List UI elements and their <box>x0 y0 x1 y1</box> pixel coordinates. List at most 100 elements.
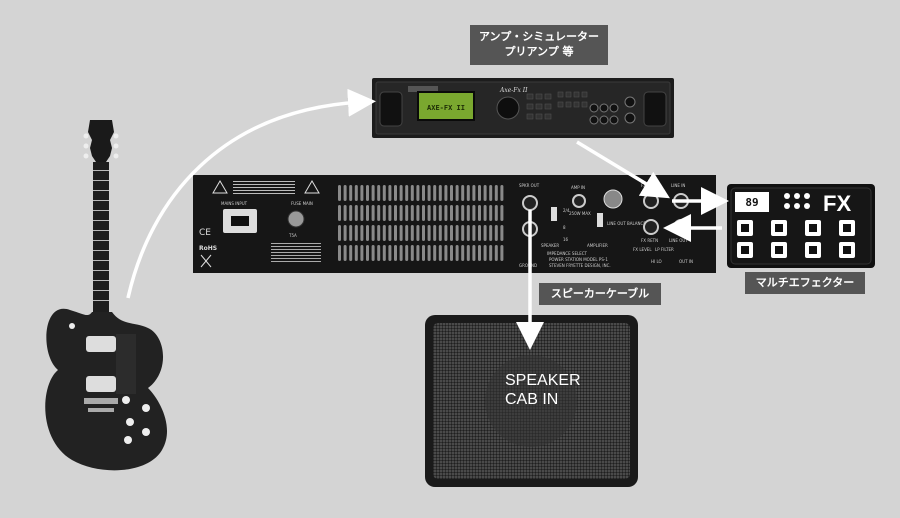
vent-slot <box>394 205 397 221</box>
fx-footswitch-center <box>843 224 851 232</box>
vent-slot <box>377 225 381 241</box>
vent-slot <box>422 185 425 201</box>
vent-slot <box>360 205 364 221</box>
vent-slot <box>478 205 481 221</box>
vent-slot <box>478 185 481 201</box>
fuse-holder[interactable] <box>287 210 305 228</box>
vent-slot <box>338 185 341 201</box>
vent-slot <box>489 185 493 201</box>
vent-slot <box>461 205 465 221</box>
line-in-label: LINE IN <box>671 183 685 188</box>
speaker-cable-label: スピーカーケーブル <box>539 283 661 305</box>
xlr-output[interactable] <box>603 189 623 209</box>
guitar-fret <box>93 200 109 201</box>
guitar-fret <box>93 260 109 261</box>
vent-slot <box>416 245 420 261</box>
fx-display <box>735 192 769 212</box>
vent-slot <box>416 205 420 221</box>
electric-guitar-icon <box>45 120 168 471</box>
vent-slot <box>438 185 442 201</box>
vent-slot <box>427 205 431 221</box>
value-knob[interactable] <box>496 96 520 120</box>
vent-slot <box>416 185 420 201</box>
amplifier-impedance-switch[interactable] <box>597 213 603 227</box>
vent-slot <box>489 205 493 221</box>
fuse-value: T5A <box>288 233 297 238</box>
amp-in-jack[interactable] <box>572 194 586 208</box>
vent-slot <box>455 225 459 241</box>
vent-slot <box>444 205 448 221</box>
vent-slot <box>377 185 381 201</box>
guitar-frets <box>93 170 109 301</box>
fuse-label: FUSE MAIN <box>291 201 313 206</box>
preamp-panel: AXE-FX II Axe-Fx II <box>375 81 671 135</box>
amp-in-label: AMP IN <box>571 185 585 190</box>
vent-slot <box>388 245 392 261</box>
maker-label: STEVEN FRYETTE DESIGN, INC. <box>549 263 611 268</box>
ce-mark: CE <box>199 228 211 238</box>
guitar-knobs <box>122 396 150 444</box>
vent-slot <box>410 185 414 201</box>
vent-slot <box>438 245 442 261</box>
ohm-1: 2/4 <box>563 208 570 213</box>
vent-slot <box>438 225 442 241</box>
guitar-pickguard <box>116 334 136 394</box>
vent-slot <box>360 245 364 261</box>
guitar-fret <box>93 300 109 301</box>
ohm-3: 16 <box>563 237 569 242</box>
guitar-pickup-neck <box>86 336 116 352</box>
tuning-pegs <box>83 133 119 159</box>
fx-led-dots <box>784 193 810 209</box>
fx-level-label: FX LEVEL <box>633 247 652 252</box>
vent-slot <box>489 245 493 261</box>
vent-slot <box>444 185 448 201</box>
guitar-pickup-bridge <box>86 376 116 392</box>
vent-slot <box>472 225 476 241</box>
vent-slot <box>366 185 369 201</box>
arrow-preamp-to-power-amp <box>576 140 670 199</box>
vent-slot <box>382 245 386 261</box>
vent-slot <box>444 225 448 241</box>
guitar-fret <box>93 230 109 231</box>
vent-slot <box>394 185 397 201</box>
preamp-label-line2: プリアンプ 等 <box>504 45 574 58</box>
mains-input-label: MAINS INPUT <box>221 201 248 206</box>
weee-icon <box>200 254 212 268</box>
fx-footswitch-center <box>843 246 851 254</box>
vent-slot <box>455 185 459 201</box>
vent-slot <box>338 205 341 221</box>
fx-footswitch-center <box>809 224 817 232</box>
vent-slot <box>343 225 347 241</box>
vent-slot <box>388 185 392 201</box>
vent-slot <box>422 225 425 241</box>
preamp-lcd <box>417 91 475 121</box>
vent-slot <box>450 185 453 201</box>
vent-slot <box>394 225 397 241</box>
fx-footswitch-center <box>775 246 783 254</box>
vent-slot <box>343 185 347 201</box>
fx-footswitch-center <box>741 224 749 232</box>
guitar-fret <box>93 290 109 291</box>
preamp-unit: AXE-FX II Axe-Fx II <box>372 78 674 138</box>
vent-slot <box>371 205 375 221</box>
guitar-fret <box>93 270 109 271</box>
vent-slot <box>405 185 409 201</box>
vent-slot <box>433 245 437 261</box>
speaker-cone <box>485 355 577 447</box>
cabinet-label-line1: SPEAKER <box>505 372 581 389</box>
guitar-switch <box>69 323 75 329</box>
preamp-logo <box>408 86 438 92</box>
guitar-tailpiece <box>88 408 114 412</box>
rohs-mark: RoHS <box>199 245 217 252</box>
vent-slot <box>455 205 459 221</box>
fx-retn-jack[interactable] <box>643 219 659 235</box>
speaker-impedance-switch[interactable] <box>551 207 557 221</box>
vent-slot <box>377 205 381 221</box>
vent-slot <box>494 185 498 201</box>
fx-display-value: 89 <box>745 196 758 209</box>
vent-slot <box>366 225 369 241</box>
vent-slot <box>427 225 431 241</box>
rack-handle-right <box>643 91 667 127</box>
hi-lo-label: HI LO <box>651 259 662 264</box>
